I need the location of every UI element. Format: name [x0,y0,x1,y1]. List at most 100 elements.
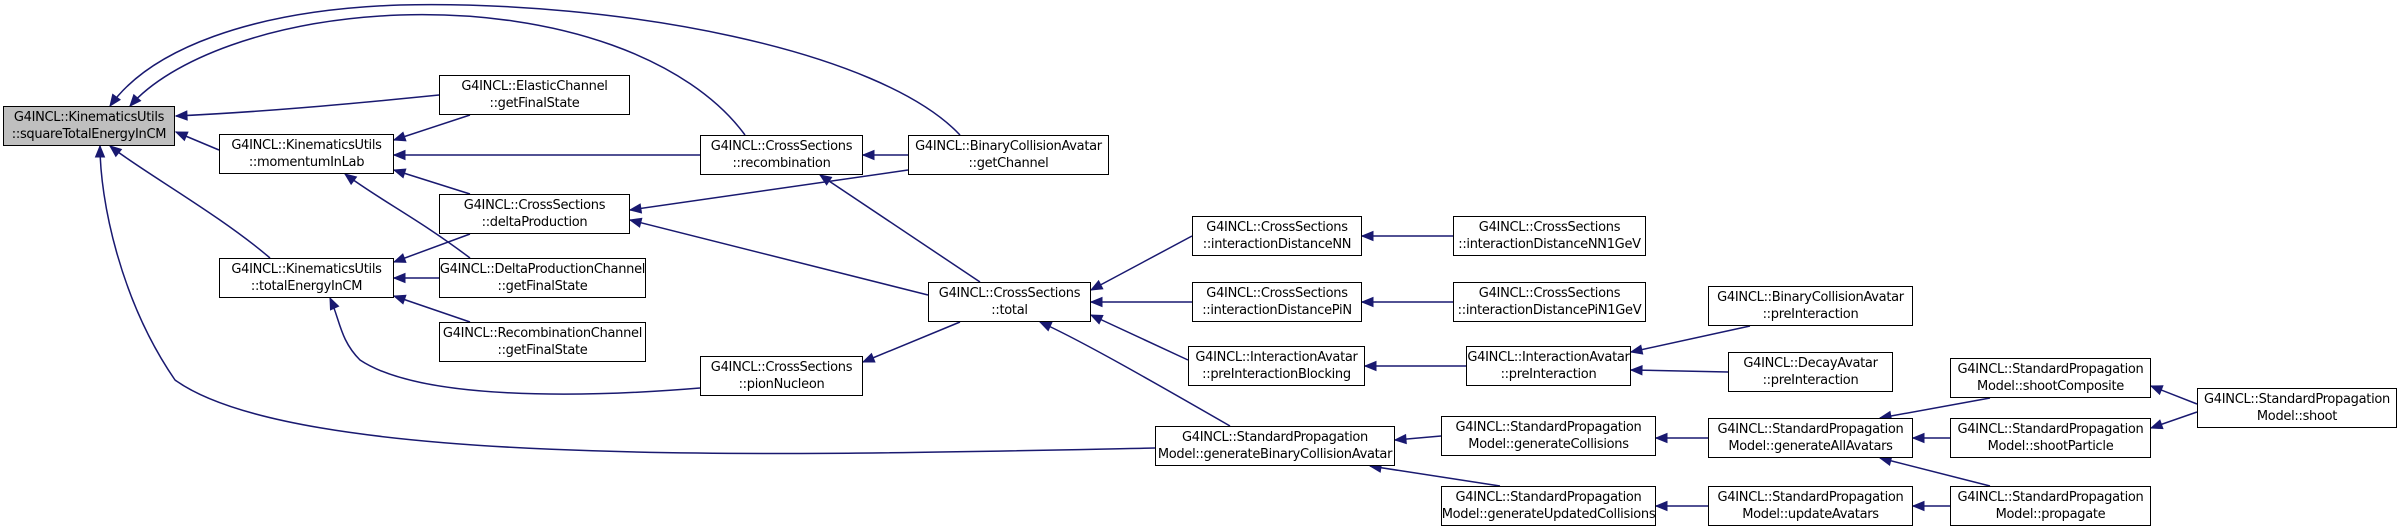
node-label-line2: Model::shoot [2256,409,2338,424]
arrowhead-shootParticle-to-generateAllAvatars [1911,432,1925,444]
node-interaction-distance-nn[interactable]: G4INCL::CrossSections ::interactionDista… [1192,216,1362,256]
node-label-line1: G4INCL::CrossSections [1206,286,1348,301]
node-pre-interaction[interactable]: G4INCL::InteractionAvatar ::preInteracti… [1466,346,1631,386]
node-momentum-in-lab[interactable]: G4INCL::KinematicsUtils ::momentumInLab [219,134,394,174]
node-label-line2: ::interactionDistancePiN1GeV [1457,303,1642,318]
node-label-line2: Model::generateUpdatedCollisions [1441,507,1656,522]
call-edge-generateBinaryCollisionAvatar-to-root [99,145,1156,455]
node-get-channel[interactable]: G4INCL::BinaryCollisionAvatar ::getChann… [908,135,1109,175]
call-edge-getChannel-to-root [109,3,961,136]
node-label-line1: G4INCL::CrossSections [710,139,853,154]
node-label-line1: G4INCL::DeltaProductionChannel [439,262,646,277]
node-total-energy-in-cm[interactable]: G4INCL::KinematicsUtils ::totalEnergyInC… [219,258,394,298]
call-edge-generateBinaryCollisionAvatar-to-total [1039,321,1231,427]
node-shoot-particle[interactable]: G4INCL::StandardPropagation Model::shoot… [1950,418,2151,458]
call-edge-totalEnergyInCM-to-root [109,145,271,259]
node-recombination-channel-get-final-state[interactable]: G4INCL::RecombinationChannel ::getFinalS… [439,322,646,362]
node-total[interactable]: G4INCL::CrossSections ::total [928,282,1091,322]
node-label-line2: ::getFinalState [497,279,588,294]
call-edge-elasticGetFinalState-to-momentumLab [393,114,471,141]
node-label-line2: ::interactionDistancePiN [1202,303,1352,318]
node-generate-collisions[interactable]: G4INCL::StandardPropagation Model::gener… [1441,416,1656,456]
node-label-line2: Model::generateBinaryCollisionAvatar [1157,447,1393,462]
arrowhead-getChannel-to-deltaProduction [628,203,643,214]
node-label-line1: G4INCL::StandardPropagation [1455,420,1642,435]
node-generate-updated-collisions[interactable]: G4INCL::StandardPropagation Model::gener… [1441,486,1656,526]
node-label-line1: G4INCL::StandardPropagation [1957,490,2144,505]
call-edge-recombination-to-root [129,13,746,136]
node-label-line1: G4INCL::CrossSections [1206,220,1348,235]
node-label-line2: Model::propagate [1995,507,2106,522]
node-label-line2: ::squareTotalEnergyInCM [11,127,167,142]
node-label-line1: G4INCL::InteractionAvatar [1195,350,1358,365]
node-delta-production[interactable]: G4INCL::CrossSections ::deltaProduction [439,194,630,234]
node-square-total-energy-in-cm[interactable]: G4INCL::KinematicsUtils ::squareTotalEne… [3,106,175,146]
node-label-line1: G4INCL::StandardPropagation [1455,490,1642,505]
node-interaction-distance-pin-1gev[interactable]: G4INCL::CrossSections ::interactionDista… [1453,282,1646,322]
call-edge-shootComposite-to-generateAllAvatars [1879,397,1991,419]
node-elastic-channel-get-final-state[interactable]: G4INCL::ElasticChannel ::getFinalState [439,75,630,115]
node-generate-binary-collision-avatar[interactable]: G4INCL::StandardPropagation Model::gener… [1155,426,1395,466]
node-label-line1: G4INCL::BinaryCollisionAvatar [1717,290,1904,305]
node-shoot[interactable]: G4INCL::StandardPropagation Model::shoot [2197,388,2397,428]
node-interaction-distance-pin[interactable]: G4INCL::CrossSections ::interactionDista… [1192,282,1362,322]
node-label-line1: G4INCL::InteractionAvatar [1467,350,1630,365]
node-label-line2: ::preInteraction [1500,367,1597,382]
call-edge-getChannel-to-deltaProduction [629,169,909,211]
node-generate-all-avatars[interactable]: G4INCL::StandardPropagation Model::gener… [1708,418,1913,458]
node-label-line1: G4INCL::KinematicsUtils [231,138,382,153]
arrowhead-updateAvatars-to-generateUpdatedCollisions [1654,500,1668,512]
arrowhead-total-to-recombination [818,174,833,186]
node-label-line1: G4INCL::DecayAvatar [1743,356,1878,371]
node-label-line1: G4INCL::ElasticChannel [461,79,608,94]
node-decay-avatar-pre-interaction[interactable]: G4INCL::DecayAvatar ::preInteraction [1728,352,1893,392]
arrowhead-total-to-deltaProduction [628,217,643,228]
node-label-line1: G4INCL::KinematicsUtils [231,262,382,277]
node-label-line1: G4INCL::CrossSections [463,198,606,213]
node-label-line2: ::preInteraction [1762,373,1859,388]
arrowhead-totalEnergyInCM-to-root [108,145,123,158]
node-label-line1: G4INCL::StandardPropagation [1717,422,1904,437]
node-label-line1: G4INCL::CrossSections [1478,220,1621,235]
call-edge-interactionDistanceNN-to-total [1090,235,1193,291]
node-label-line1: G4INCL::KinematicsUtils [13,110,165,125]
node-recombination[interactable]: G4INCL::CrossSections ::recombination [700,135,863,175]
node-label-line2: Model::generateAllAvatars [1728,439,1893,454]
arrowhead-shoot-to-shootComposite [2149,385,2164,396]
node-label-line2: ::recombination [732,156,831,171]
node-label-line2: ::totalEnergyInCM [250,279,363,294]
node-label-line2: ::total [991,303,1028,318]
node-propagate[interactable]: G4INCL::StandardPropagation Model::propa… [1950,486,2151,526]
node-label-line2: Model::shootParticle [1987,439,2114,454]
call-edge-preInteractionBlocking-to-total [1090,314,1189,361]
arrowhead-getChannel-to-recombination [861,149,875,161]
call-edge-total-to-recombination [819,174,981,283]
node-shoot-composite[interactable]: G4INCL::StandardPropagation Model::shoot… [1950,358,2151,398]
node-label-line2: ::interactionDistanceNN1GeV [1458,237,1641,252]
arrowhead-interactionDistancePiN1GeV-to-interactionDistancePiN [1360,296,1374,308]
node-label-line2: ::getFinalState [497,343,588,358]
node-interaction-distance-nn-1gev[interactable]: G4INCL::CrossSections ::interactionDista… [1453,216,1646,256]
arrowhead-elasticGetFinalState-to-momentumLab [392,131,407,142]
node-delta-production-channel-get-final-state[interactable]: G4INCL::DeltaProductionChannel ::getFina… [439,258,646,298]
arrowhead-momentumLab-to-root [174,131,189,142]
arrowhead-generateCollisions-to-generateBinaryCollisionAvatar [1393,433,1407,445]
node-label-line1: G4INCL::CrossSections [710,360,853,375]
call-edge-elasticGetFinalState-to-root [175,94,440,117]
call-edge-generateUpdatedCollisions-to-generateBinaryCollisionAvatar [1369,465,1501,487]
arrowhead-interactionDistancePiN-to-total [1089,296,1103,308]
node-binary-collision-avatar-pre-interaction[interactable]: G4INCL::BinaryCollisionAvatar ::preInter… [1708,286,1913,326]
node-label-line2: Model::shootComposite [1977,379,2124,394]
node-label-line2: ::getChannel [968,156,1049,171]
call-edge-recombGetFinalState-to-totalEnergyInCM [393,295,471,323]
call-edge-binaryPreInteraction-to-preInteraction [1630,325,1751,353]
node-pion-nucleon[interactable]: G4INCL::CrossSections ::pionNucleon [700,356,863,396]
node-label-line2: Model::updateAvatars [1742,507,1879,522]
node-pre-interaction-blocking[interactable]: G4INCL::InteractionAvatar ::preInteracti… [1188,346,1365,386]
arrowhead-deltaProdGetFinalState-to-momentumLab [343,173,358,186]
call-edge-propagate-to-generateAllAvatars [1879,457,1991,487]
node-update-avatars[interactable]: G4INCL::StandardPropagation Model::updat… [1708,486,1913,526]
arrowhead-generateAllAvatars-to-generateCollisions [1654,432,1668,444]
node-label-line1: G4INCL::StandardPropagation [1717,490,1904,505]
